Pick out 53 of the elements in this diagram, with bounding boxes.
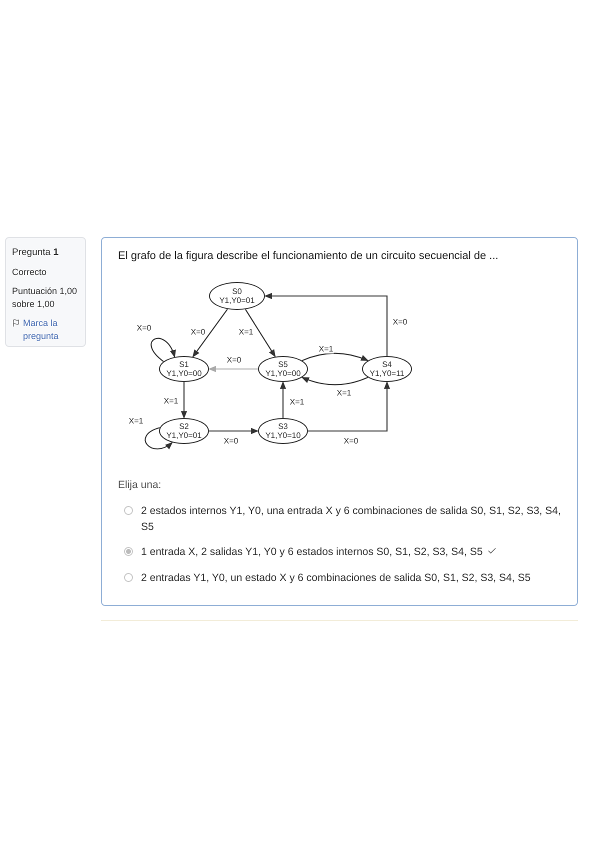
- transition-arrow: [209, 428, 259, 434]
- state-output: Y1,Y0=00: [265, 369, 301, 378]
- state-name: S2: [179, 422, 189, 431]
- transition-arrow: [264, 292, 388, 356]
- transition-arrow: [208, 366, 258, 372]
- transition-arrow: [301, 376, 368, 386]
- answer-option: 2 entradas Y1, Y0, un estado X y 6 combinaciones de salida S0, S1, S2, S3, S4, S5: [141, 570, 566, 586]
- question-text: El grafo de la figura describe el funcionamiento de un circuito secuencial de ...: [118, 249, 498, 264]
- state-ellipse: [258, 418, 308, 444]
- answer-option: 1 entrada X, 2 salidas Y1, Y0 y 6 estados internos S0, S1, S2, S3, S4, S5: [141, 544, 566, 560]
- score-text: Puntuación 1,00 sobre 1,00: [12, 285, 78, 312]
- edge-label: X=0: [392, 318, 408, 326]
- state-ellipse: [159, 356, 209, 382]
- state-output: Y1,Y0=11: [370, 369, 404, 378]
- edge-label: X=0: [136, 324, 152, 332]
- state-ellipse: [258, 356, 308, 382]
- answer-option: 2 estados internos Y1, Y0, una entrada X y 6 combinaciones de salida S0, S1, S2, S3, S4, S5: [141, 503, 566, 535]
- state-output: Y1,Y0=01: [219, 296, 255, 305]
- edge-label: X=1: [162, 396, 180, 406]
- state-ellipse: [159, 418, 209, 444]
- question-info-panel: [5, 237, 86, 347]
- transition-arrow: [308, 381, 390, 432]
- state-name: S5: [278, 360, 288, 369]
- edge-label: X=1: [318, 344, 334, 354]
- edge-label: X=0: [222, 436, 240, 446]
- edge-label: X=0: [190, 328, 206, 336]
- state-name: S0: [232, 287, 242, 296]
- edge-label: X=1: [238, 328, 254, 336]
- transition-arrow: [180, 382, 188, 419]
- transition-arrow: [280, 381, 286, 418]
- state-ellipse: [362, 356, 412, 382]
- edge-label: X=1: [288, 398, 306, 406]
- transition-arrow: [244, 309, 276, 358]
- status-text: Correcto: [12, 266, 48, 280]
- state-output: Y1,Y0=00: [166, 369, 202, 378]
- edge-label: X=1: [128, 416, 144, 426]
- edge-label: X=0: [342, 436, 360, 446]
- state-output: Y1,Y0=01: [166, 431, 202, 440]
- state-ellipse: [209, 282, 265, 310]
- transition-arrow: [150, 338, 176, 362]
- question-number: Pregunta 1: [12, 246, 60, 260]
- flag-question-link: Marca la pregunta: [23, 317, 60, 344]
- state-name: S4: [382, 360, 392, 369]
- edge-label: X=0: [226, 356, 242, 364]
- state-name: S1: [179, 360, 189, 369]
- transition-arrow: [192, 308, 228, 358]
- transition-arrow: [144, 427, 173, 450]
- prompt-text: Elija una:: [118, 478, 162, 493]
- transition-arrow: [302, 352, 369, 362]
- state-output: Y1,Y0=10: [265, 431, 301, 440]
- edge-label: X=1: [336, 388, 352, 398]
- state-name: S3: [278, 422, 288, 431]
- question-card: [101, 237, 578, 606]
